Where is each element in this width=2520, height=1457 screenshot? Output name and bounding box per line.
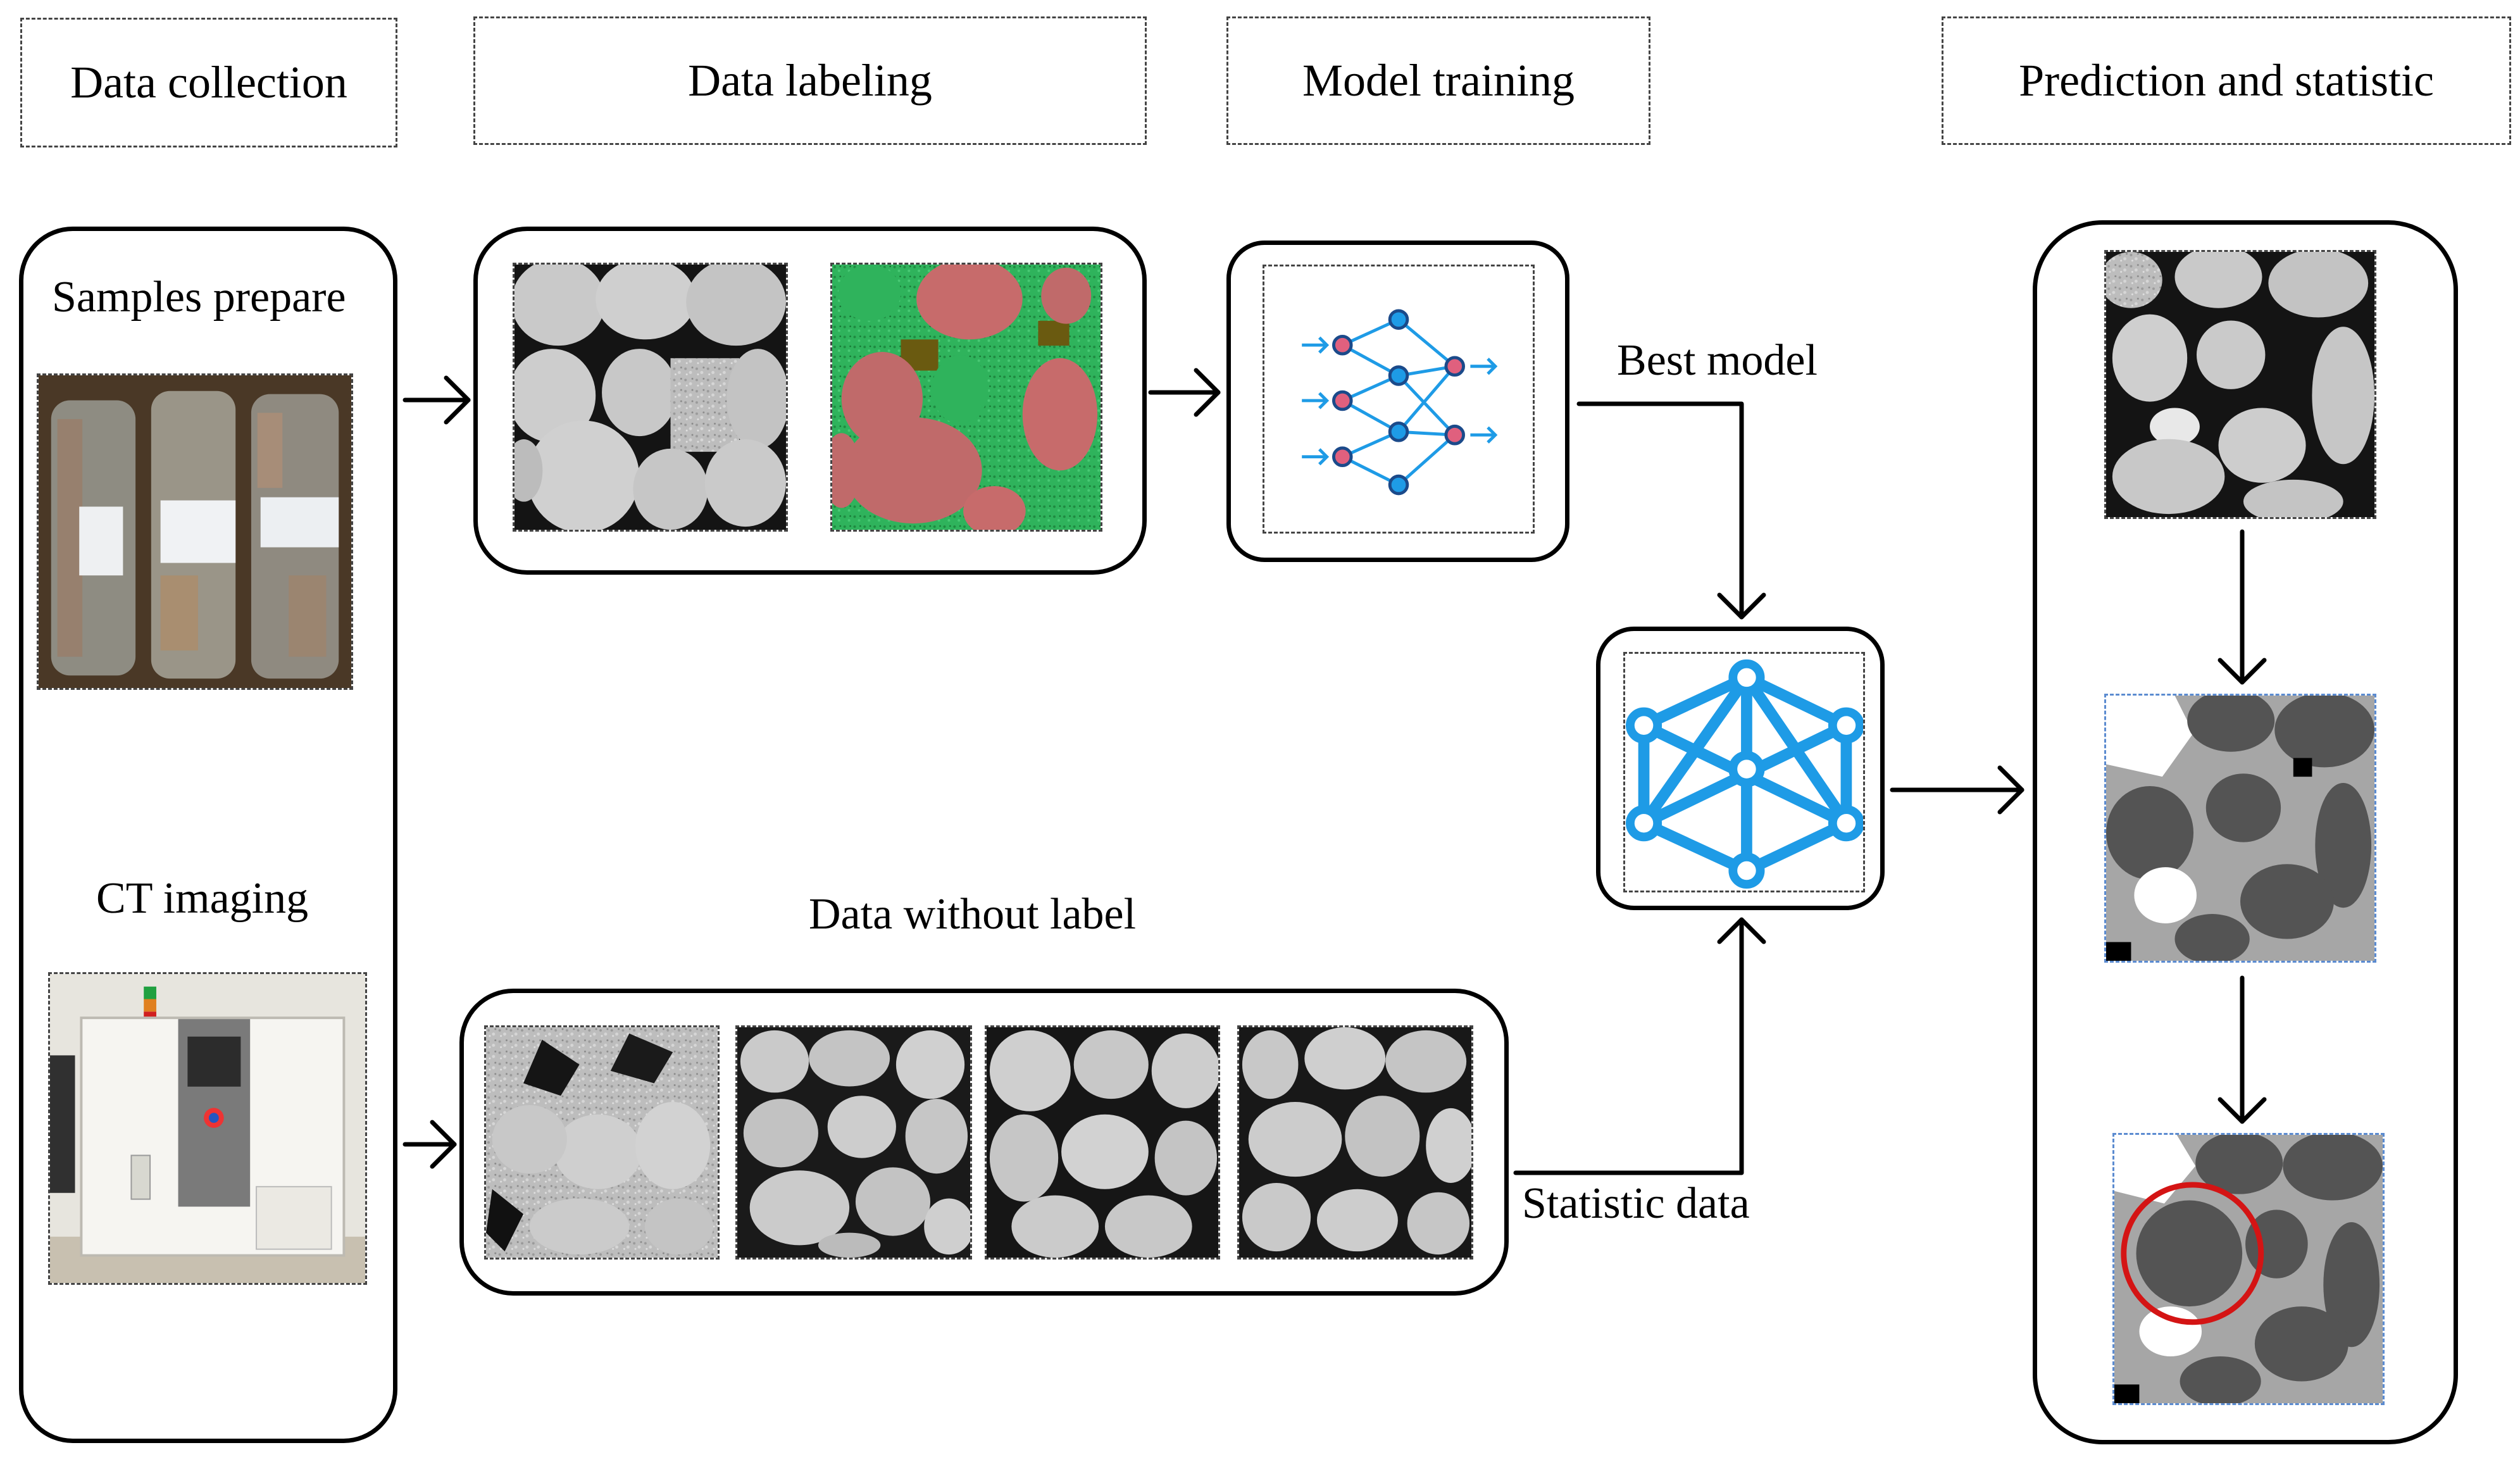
statistic-result-slice: [2112, 1133, 2385, 1405]
ct-scanner-photo: [48, 972, 367, 1285]
stage-header-model-training: Model training: [1226, 16, 1650, 145]
stage-header-data-labeling: Data labeling: [473, 16, 1147, 145]
arrow-unlabeled-to-model: [1513, 917, 1744, 1175]
arrow-training-to-model: [1576, 401, 1744, 620]
stage-header-prediction: Prediction and statistic: [1942, 16, 2511, 145]
neural-network-icon: [1302, 309, 1498, 496]
data-without-label-label: Data without label: [809, 890, 1137, 939]
segmentation-result-slice: [2104, 694, 2376, 963]
neural-network-icon-frame: [1263, 265, 1535, 534]
core-samples-photo: [37, 373, 353, 690]
highlighted-grain-circle: [2121, 1182, 2264, 1325]
statistic-data-label: Statistic data: [1522, 1179, 1750, 1228]
unlabeled-slice-2: [735, 1025, 972, 1260]
network-model-icon: [1626, 659, 1864, 889]
samples-prepare-label: Samples prepare: [52, 273, 346, 322]
unlabeled-slice-1: [484, 1025, 720, 1260]
best-model-label: Best model: [1617, 336, 1818, 385]
unlabeled-slice-3: [985, 1025, 1220, 1260]
network-model-icon-frame: [1623, 652, 1865, 892]
ct-imaging-label: CT imaging: [96, 874, 309, 923]
stage-header-data-collection: Data collection: [20, 18, 397, 147]
stage-header-label: Data labeling: [688, 55, 932, 106]
ct-slice-raw-image: [513, 263, 788, 532]
unlabeled-slice-4: [1237, 1025, 1473, 1260]
prediction-input-slice: [2104, 250, 2376, 519]
stage-header-label: Prediction and statistic: [2019, 55, 2434, 106]
stage-header-label: Data collection: [70, 57, 347, 108]
labeled-slice-image: [830, 263, 1102, 532]
stage-header-label: Model training: [1302, 55, 1575, 106]
model-training-panel: [1226, 241, 1569, 562]
